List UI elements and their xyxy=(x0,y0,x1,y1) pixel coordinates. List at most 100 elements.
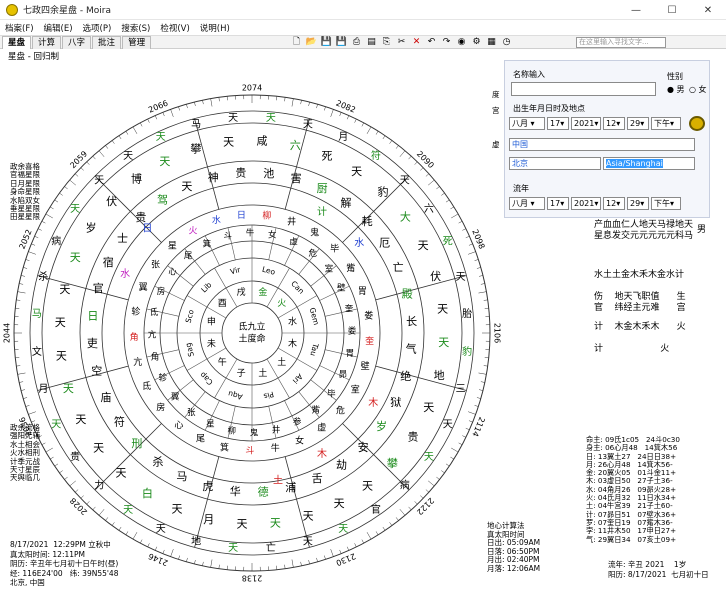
zodiac-line xyxy=(266,358,290,399)
calendar-icon[interactable]: ▦ xyxy=(487,37,496,47)
zodiac-label: Pis xyxy=(262,390,274,401)
new-icon[interactable]: 🗋 xyxy=(292,37,301,47)
sector-line xyxy=(37,275,129,301)
tab-bazi[interactable]: 八字 xyxy=(62,36,92,49)
band-star: 豹 xyxy=(377,186,388,199)
hour-select[interactable]: 12▾ xyxy=(603,117,625,130)
band-star: 贵 xyxy=(235,166,246,179)
save-as-icon[interactable]: 💾 xyxy=(335,37,348,47)
band-star: 厄 xyxy=(379,237,390,250)
globe-icon[interactable]: ◉ xyxy=(457,37,466,47)
menu-options[interactable]: 选项(P) xyxy=(82,23,112,34)
mansion-label: 角 xyxy=(130,331,139,343)
planet-marker: 水 xyxy=(120,268,130,280)
tick xyxy=(468,420,473,423)
cut-icon[interactable]: ✂ xyxy=(397,37,406,47)
center-label: 氐九立 xyxy=(238,321,265,333)
tab-manage[interactable]: 管理 xyxy=(122,36,152,49)
redo-icon[interactable]: ↷ xyxy=(442,37,451,47)
tab-calc[interactable]: 计算 xyxy=(32,36,62,49)
year-label: 2138 xyxy=(242,574,262,583)
save-icon[interactable]: 💾 xyxy=(320,37,333,47)
tick xyxy=(395,517,399,521)
ring xyxy=(101,182,403,484)
band-star: 攀 xyxy=(387,457,398,470)
mansion-line xyxy=(325,308,358,317)
flow-month-select[interactable]: 八月 ▾ xyxy=(509,197,545,210)
year-select[interactable]: 2021▾ xyxy=(571,117,601,130)
tick xyxy=(451,213,459,219)
mansion-label: 箕 xyxy=(220,441,229,453)
sun-button[interactable] xyxy=(689,116,705,131)
copy-icon[interactable]: ⎘ xyxy=(382,37,391,47)
tick xyxy=(147,543,150,548)
tick xyxy=(86,501,90,505)
clock-icon[interactable]: ◷ xyxy=(502,37,511,47)
planet-marker: 木 xyxy=(368,397,378,409)
mansion-line xyxy=(310,265,337,287)
star-grid-row3: 水土土金木禾木金水计 xyxy=(594,270,685,280)
timezone-select[interactable]: Asia/Shanghai xyxy=(603,157,695,170)
undo-icon[interactable]: ↶ xyxy=(427,37,436,47)
outer-star: 月 xyxy=(38,383,48,395)
tick xyxy=(414,501,418,505)
tick xyxy=(34,235,39,239)
tick xyxy=(37,435,42,438)
band-star: 刑 xyxy=(131,437,142,450)
tick xyxy=(41,442,46,445)
inner-char: 未 xyxy=(207,337,216,349)
menu-view[interactable]: 检视(V) xyxy=(160,23,190,34)
maximize-button[interactable]: ☐ xyxy=(667,4,677,16)
mansion-label: 日 xyxy=(237,210,246,221)
band-star: 驾 xyxy=(157,193,168,206)
tab-chart[interactable]: 星盘 xyxy=(2,36,32,49)
pattern-item: 官福星限 xyxy=(10,170,40,180)
delete-icon[interactable]: ✕ xyxy=(412,37,421,47)
menu-help[interactable]: 说明(H) xyxy=(199,23,230,34)
name-input[interactable] xyxy=(511,82,656,96)
city-select[interactable]: 北京 xyxy=(509,157,601,170)
day-select[interactable]: 17▾ xyxy=(547,117,569,130)
footer-line: 月出: 02:40PM xyxy=(487,555,540,564)
tick xyxy=(399,150,406,157)
country-select[interactable]: 中国 xyxy=(509,138,695,151)
mansion-label: 柳 xyxy=(227,425,236,436)
menu-edit[interactable]: 编辑(E) xyxy=(43,23,73,34)
minute-select[interactable]: 29▾ xyxy=(627,117,649,130)
mansion-line xyxy=(184,391,206,418)
menu-file[interactable]: 档案(F) xyxy=(5,23,34,34)
gender-male-radio[interactable]: ● 男 xyxy=(667,85,685,94)
search-input[interactable]: 在这里输入寻找文字... xyxy=(576,37,666,48)
settings-icon[interactable]: ⚙ xyxy=(472,37,481,47)
minimize-button[interactable]: — xyxy=(631,4,641,16)
flow-hour-select[interactable]: 12▾ xyxy=(603,197,625,210)
tick xyxy=(483,299,488,301)
mansion-line xyxy=(284,235,300,266)
flow-ampm-select[interactable]: 下午▾ xyxy=(651,197,681,210)
close-button[interactable]: ✕ xyxy=(703,4,713,16)
tick xyxy=(462,228,467,231)
ring xyxy=(13,94,491,572)
tab-notes[interactable]: 批注 xyxy=(92,36,122,49)
mansion-label: 昴 xyxy=(339,370,348,380)
open-icon[interactable]: 📂 xyxy=(305,37,318,47)
month-select[interactable]: 八月 ▾ xyxy=(509,117,545,130)
preview-icon[interactable]: ▤ xyxy=(367,37,376,47)
inner-char: 金 xyxy=(258,286,267,298)
ampm-select[interactable]: 下午▾ xyxy=(651,117,681,130)
tick xyxy=(478,291,487,294)
side-label-void: 虚 xyxy=(492,140,500,149)
flow-minute-select[interactable]: 29▾ xyxy=(627,197,649,210)
outer-star: 亡 xyxy=(266,541,276,554)
band-star: 舌 xyxy=(312,472,323,485)
tab-strip: 星盘 计算 八字 批注 管理 xyxy=(2,36,152,49)
planet-row: 孛: 11井木50 17申日27+ xyxy=(586,526,677,536)
menu-search[interactable]: 搜索(S) xyxy=(121,23,151,34)
gender-female-radio[interactable]: ○ 女 xyxy=(689,85,707,94)
flow-day-select[interactable]: 17▾ xyxy=(547,197,569,210)
flow-year-select[interactable]: 2021▾ xyxy=(571,197,601,210)
mansion-line xyxy=(227,406,236,439)
tick xyxy=(17,291,26,294)
band-star: 日 xyxy=(87,309,98,322)
print-icon[interactable]: ⎙ xyxy=(352,37,361,47)
